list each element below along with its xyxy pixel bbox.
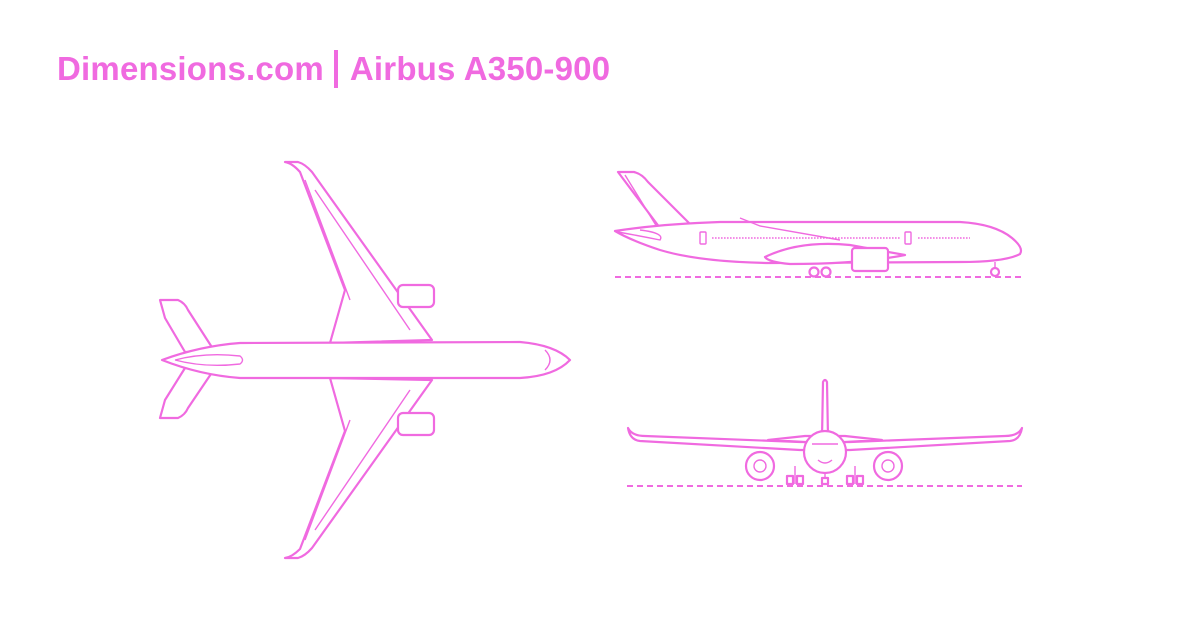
fuselage-side — [613, 220, 1023, 265]
left-engine-front — [744, 450, 776, 482]
side-view — [613, 170, 1025, 278]
divider — [333, 50, 338, 88]
page-title: Dimensions.com Airbus A350-900 — [57, 50, 610, 88]
front-view — [626, 378, 1024, 487]
right-engine-front — [872, 450, 904, 482]
fin-front — [820, 378, 830, 440]
lower-engine — [396, 411, 436, 437]
fuselage-front — [802, 429, 848, 475]
top-view — [158, 160, 572, 560]
fuselage-top — [160, 340, 572, 380]
upper-stabilizer — [158, 298, 217, 354]
drawing-title: Airbus A350-900 — [349, 50, 611, 87]
brand-name: Dimensions.com — [57, 50, 324, 87]
lower-stabilizer — [158, 366, 217, 420]
lower-wing — [283, 376, 434, 560]
upper-wing — [283, 160, 434, 345]
wings-front — [626, 426, 1024, 452]
engine-side — [850, 246, 890, 273]
tail-fin — [616, 170, 692, 230]
upper-engine — [396, 283, 436, 309]
